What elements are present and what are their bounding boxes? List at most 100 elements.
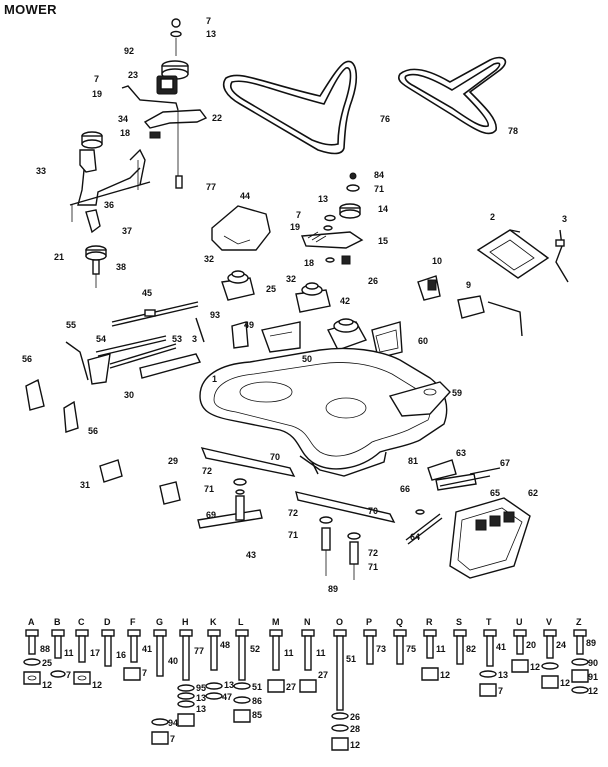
belt-76-inner — [229, 67, 352, 146]
callout: 38 — [116, 262, 126, 272]
hardware-number: 48 — [220, 640, 230, 650]
drive-arm-assembly — [211, 172, 368, 351]
callout: 9 — [466, 280, 471, 290]
callout: 69 — [206, 510, 216, 520]
right-brackets — [371, 229, 569, 359]
callout: 30 — [124, 390, 134, 400]
hardware-code: A — [28, 617, 35, 627]
hardware-number: 13 — [498, 670, 508, 680]
hardware-number: 7 — [170, 734, 175, 744]
callout: 84 — [374, 170, 384, 180]
hardware-number: 40 — [168, 656, 178, 666]
hardware-number: 24 — [556, 640, 566, 650]
callout: 62 — [528, 488, 538, 498]
callout: 2 — [490, 212, 495, 222]
callout: 42 — [340, 296, 350, 306]
hardware-bolts — [25, 629, 587, 711]
hardware-code: D — [104, 617, 111, 627]
hardware-number: 88 — [40, 644, 50, 654]
hardware-number: 11 — [436, 644, 446, 654]
callout: 77 — [206, 182, 216, 192]
hardware-number: 12 — [588, 686, 598, 696]
callout: 70 — [270, 452, 280, 462]
hardware-number: 73 — [376, 644, 386, 654]
hardware-number: 28 — [350, 724, 360, 734]
callout: 26 — [368, 276, 378, 286]
hardware-number: 27 — [318, 670, 328, 680]
hardware-number: 47 — [222, 692, 232, 702]
callout: 78 — [508, 126, 518, 136]
callout: 22 — [212, 113, 222, 123]
callout: 54 — [96, 334, 106, 344]
callout: 71 — [288, 530, 298, 540]
callout: 7 — [94, 74, 99, 84]
callout: 31 — [80, 480, 90, 490]
callout: 93 — [210, 310, 220, 320]
hardware-number: 11 — [316, 648, 326, 658]
belt-78-inner — [404, 62, 501, 128]
callout: 18 — [304, 258, 314, 268]
hardware-number: 13 — [196, 704, 206, 714]
callout: 32 — [286, 274, 296, 284]
hardware-number: 11 — [284, 648, 294, 658]
callout: 18 — [120, 128, 130, 138]
callout: 63 — [456, 448, 466, 458]
callout: 1 — [212, 374, 217, 384]
callout: 50 — [302, 354, 312, 364]
hardware-code: R — [426, 617, 433, 627]
hardware-number: 7 — [498, 686, 503, 696]
hardware-number: 51 — [252, 682, 262, 692]
hardware-number: 95 — [196, 683, 206, 693]
hardware-number: 12 — [92, 680, 102, 690]
callout: 81 — [408, 456, 418, 466]
hardware-code: O — [336, 617, 343, 627]
hardware-nuts — [23, 658, 589, 751]
callout: 29 — [168, 456, 178, 466]
belt-78 — [397, 56, 507, 135]
callout: 66 — [400, 484, 410, 494]
callout: 37 — [122, 226, 132, 236]
hardware-number: 27 — [286, 682, 296, 692]
idler-assembly — [69, 18, 208, 288]
hardware-number: 85 — [252, 710, 262, 720]
callout: 76 — [380, 114, 390, 124]
callout: 43 — [246, 550, 256, 560]
callout: 59 — [452, 388, 462, 398]
callout: 3 — [192, 334, 197, 344]
callout: 65 — [490, 488, 500, 498]
blades — [99, 447, 396, 580]
callout: 14 — [378, 204, 388, 214]
hardware-number: 91 — [588, 672, 598, 682]
callout: 13 — [318, 194, 328, 204]
callout: 13 — [206, 29, 216, 39]
hardware-number: 52 — [250, 644, 260, 654]
callout: 70 — [368, 506, 378, 516]
callout: 71 — [204, 484, 214, 494]
callout: 71 — [374, 184, 384, 194]
callout: 32 — [204, 254, 214, 264]
hardware-code: P — [366, 617, 372, 627]
callout: 72 — [288, 508, 298, 518]
callout: 19 — [92, 89, 102, 99]
callout: 49 — [244, 320, 254, 330]
callout: 44 — [240, 191, 250, 201]
hardware-number: 11 — [64, 648, 74, 658]
hardware-number: 51 — [346, 654, 356, 664]
hardware-number: 89 — [586, 638, 596, 648]
callout: 3 — [562, 214, 567, 224]
hardware-code: B — [54, 617, 61, 627]
hardware-number: 20 — [526, 640, 536, 650]
hardware-number: 41 — [496, 642, 506, 652]
callout: 23 — [128, 70, 138, 80]
hardware-code: Z — [576, 617, 582, 627]
hardware-number: 77 — [194, 646, 204, 656]
callout: 89 — [328, 584, 338, 594]
hardware-code: S — [456, 617, 462, 627]
callout: 92 — [124, 46, 134, 56]
hardware-number: 12 — [560, 678, 570, 688]
hardware-code: G — [156, 617, 163, 627]
hardware-number: 7 — [142, 668, 147, 678]
callout: 67 — [500, 458, 510, 468]
page-title: MOWER — [4, 2, 57, 17]
callout: 7 — [296, 210, 301, 220]
